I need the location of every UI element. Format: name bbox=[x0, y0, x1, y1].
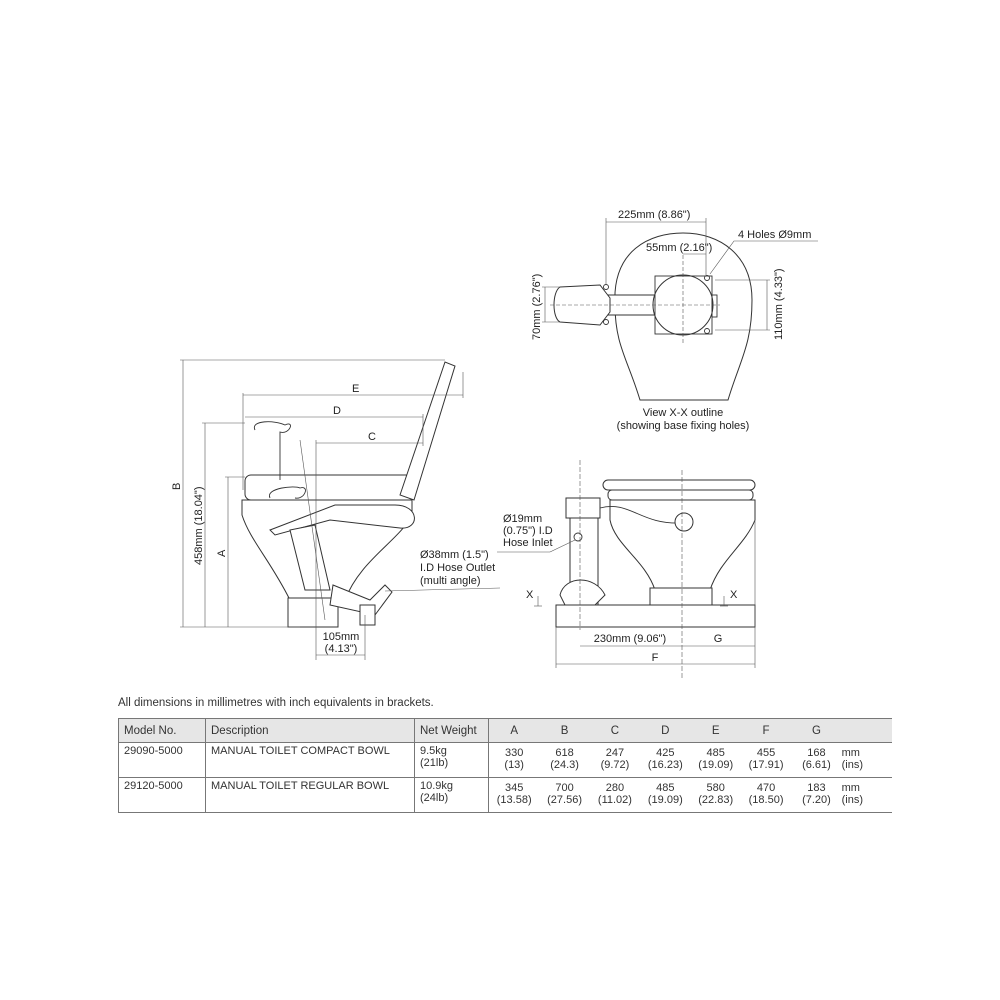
header-dimensions: A B C D E F G bbox=[488, 718, 892, 743]
dim-b-label: B bbox=[171, 483, 183, 490]
dim-d: 485 bbox=[656, 782, 675, 794]
holes-label: 4 Holes Ø9mm bbox=[738, 229, 811, 241]
header-c: C bbox=[610, 724, 620, 737]
table-row: 29090-5000 MANUAL TOILET COMPACT BOWL 9.… bbox=[118, 742, 892, 778]
dim-110mm: 110mm (4.33") bbox=[773, 268, 785, 340]
dim-g-in: (6.61) bbox=[802, 759, 831, 771]
view-caption-sub: (showing base fixing holes) bbox=[617, 420, 750, 432]
header-model: Model No. bbox=[118, 718, 206, 743]
cell-weight: 10.9kg(24lb) bbox=[414, 777, 489, 813]
dim-g: 183 bbox=[807, 782, 826, 794]
header-b: B bbox=[560, 724, 569, 737]
outlet-label-2: I.D Hose Outlet bbox=[420, 562, 495, 574]
dim-c-in: (9.72) bbox=[600, 759, 630, 771]
weight-kg: 9.5kg bbox=[420, 745, 447, 757]
header-f: F bbox=[762, 724, 770, 737]
header-description: Description bbox=[205, 718, 415, 743]
dim-b: 700 bbox=[555, 782, 574, 794]
dim-70mm: 70mm (2.76") bbox=[531, 274, 543, 340]
dim-225mm: 225mm (8.86") bbox=[618, 209, 690, 221]
outlet-label-3: (multi angle) bbox=[420, 575, 481, 587]
cell-weight: 9.5kg(21lb) bbox=[414, 742, 489, 778]
dim-b-in: (27.56) bbox=[547, 794, 582, 806]
dim-f-label: F bbox=[652, 652, 659, 664]
dim-b: 618 bbox=[555, 747, 574, 759]
section-x-right: X bbox=[730, 589, 738, 601]
weight-kg: 10.9kg bbox=[420, 780, 454, 792]
dim-c-in: (11.02) bbox=[597, 794, 632, 806]
dim-230mm: 230mm (9.06") bbox=[594, 633, 666, 645]
dim-f-in: (17.91) bbox=[748, 759, 784, 771]
inlet-label-1: Ø19mm bbox=[503, 513, 542, 525]
dim-f-in: (18.50) bbox=[748, 794, 784, 806]
cell-model: 29090-5000 bbox=[118, 742, 206, 778]
technical-drawing: 225mm (8.86") 55mm (2.16") 4 Holes Ø9mm … bbox=[171, 209, 818, 680]
dim-a-in: (13) bbox=[504, 759, 524, 771]
dim-e-label: E bbox=[352, 383, 359, 395]
cell-dimensions: 330(13) 618(24.3) 247(9.72) 425(16.23) 4… bbox=[488, 742, 892, 778]
dimensions-note: All dimensions in millimetres with inch … bbox=[118, 697, 434, 709]
dim-105mm: 105mm bbox=[323, 631, 360, 643]
cell-model: 29120-5000 bbox=[118, 777, 206, 813]
table-header: Model No. Description Net Weight A B C D… bbox=[118, 718, 892, 743]
specifications-table: Model No. Description Net Weight A B C D… bbox=[118, 718, 892, 813]
dim-g-label: G bbox=[714, 633, 723, 645]
dim-d-label: D bbox=[333, 405, 341, 417]
top-view-outline bbox=[542, 218, 818, 401]
dim-f: 455 bbox=[756, 747, 776, 759]
dim-c-label: C bbox=[368, 431, 376, 443]
dim-c: 280 bbox=[605, 782, 625, 794]
cell-description: MANUAL TOILET COMPACT BOWL bbox=[205, 742, 415, 778]
view-caption: View X-X outline bbox=[643, 407, 724, 419]
unit-mm: mm bbox=[841, 747, 860, 759]
unit-mm: mm bbox=[841, 782, 860, 794]
dim-458mm: 458mm (18.04") bbox=[193, 487, 205, 566]
header-e: E bbox=[711, 724, 720, 737]
dim-g-in: (7.20) bbox=[802, 794, 831, 806]
dim-f: 470 bbox=[756, 782, 776, 794]
weight-lb: (24lb) bbox=[420, 792, 449, 804]
dim-b-in: (24.3) bbox=[550, 759, 579, 771]
front-view-outline bbox=[497, 460, 756, 680]
unit-ins: (ins) bbox=[841, 794, 864, 806]
dim-a: 345 bbox=[505, 782, 524, 794]
dim-e: 485 bbox=[706, 747, 725, 759]
header-a: A bbox=[510, 724, 519, 737]
table-row: 29120-5000 MANUAL TOILET REGULAR BOWL 10… bbox=[118, 777, 892, 813]
inlet-label-3: Hose Inlet bbox=[503, 537, 553, 549]
dim-d: 425 bbox=[656, 747, 675, 759]
weight-lb: (21lb) bbox=[420, 757, 449, 769]
dim-a: 330 bbox=[505, 747, 524, 759]
dim-e-in: (19.09) bbox=[698, 759, 734, 771]
dim-55mm: 55mm (2.16") bbox=[646, 242, 712, 254]
outlet-label-1: Ø38mm (1.5") bbox=[420, 549, 489, 561]
header-d: D bbox=[661, 724, 670, 737]
dim-a-in: (13.58) bbox=[496, 794, 532, 806]
header-g: G bbox=[811, 724, 821, 737]
dim-c: 247 bbox=[605, 747, 625, 759]
dim-g: 168 bbox=[807, 747, 826, 759]
section-x-left: X bbox=[526, 589, 534, 601]
side-view-outline bbox=[180, 359, 501, 660]
cell-dimensions: 345(13.58) 700(27.56) 280(11.02) 485(19.… bbox=[488, 777, 892, 813]
unit-ins: (ins) bbox=[841, 759, 864, 771]
dim-e-in: (22.83) bbox=[698, 794, 734, 806]
dim-105mm-inch: (4.13") bbox=[325, 643, 358, 655]
dim-a-label: A bbox=[216, 549, 228, 557]
dim-d-in: (16.23) bbox=[647, 759, 683, 771]
cell-description: MANUAL TOILET REGULAR BOWL bbox=[205, 777, 415, 813]
inlet-label-2: (0.75") I.D bbox=[503, 525, 553, 537]
header-weight: Net Weight bbox=[414, 718, 489, 743]
dim-e: 580 bbox=[706, 782, 725, 794]
dim-d-in: (19.09) bbox=[647, 794, 683, 806]
